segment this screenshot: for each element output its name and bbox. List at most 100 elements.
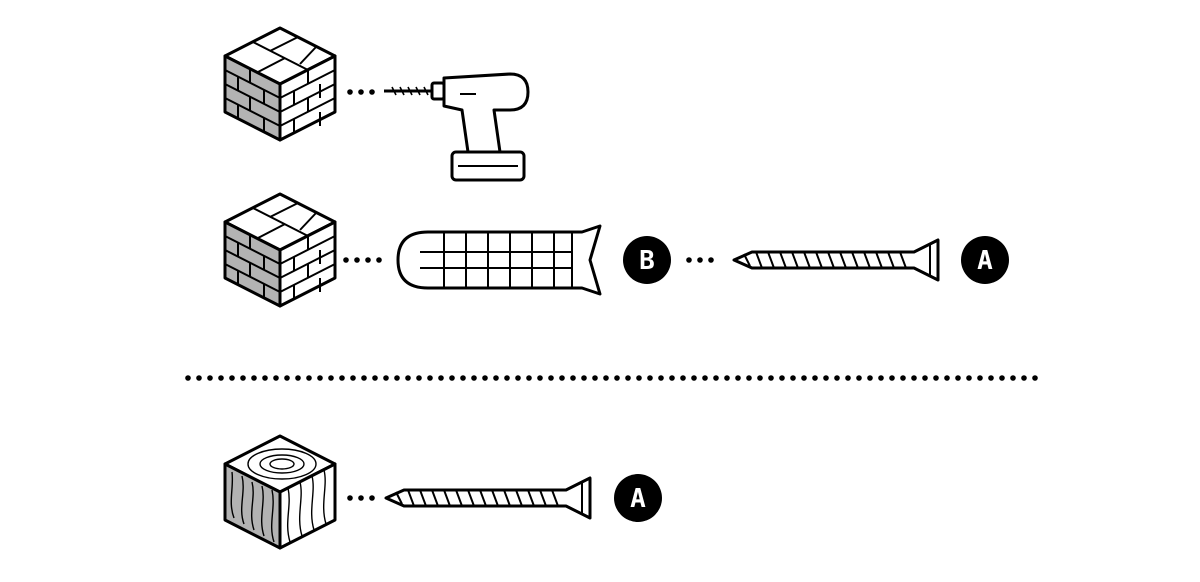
separator-dot [713, 375, 719, 381]
separator-dot [625, 375, 631, 381]
separator-dot [1032, 375, 1038, 381]
wood-cube-icon [223, 434, 337, 550]
separator-dot [702, 375, 708, 381]
screw-icon [384, 476, 592, 520]
separator-dot [328, 375, 334, 381]
separator-dot [988, 375, 994, 381]
separator-dot [922, 375, 928, 381]
separator-dot [438, 375, 444, 381]
separator-dot [1010, 375, 1016, 381]
dots-row-1 [347, 89, 375, 95]
separator-dot [911, 375, 917, 381]
separator-dot [592, 375, 598, 381]
part-label-a: A [977, 246, 993, 276]
separator-dotted-line [185, 375, 1038, 381]
separator-dot [779, 375, 785, 381]
separator-dot [966, 375, 972, 381]
separator-dot [493, 375, 499, 381]
separator-dot [944, 375, 950, 381]
separator-dot [900, 375, 906, 381]
separator-dot [284, 375, 290, 381]
separator-dot [746, 375, 752, 381]
separator-dot [361, 375, 367, 381]
separator-dot [680, 375, 686, 381]
separator-dot [460, 375, 466, 381]
separator-dot [889, 375, 895, 381]
dots-row-2b [686, 257, 714, 263]
separator-dot [482, 375, 488, 381]
separator-dot [768, 375, 774, 381]
separator-dot [240, 375, 246, 381]
part-label-a: A [630, 484, 646, 514]
brick-cube-icon [223, 26, 337, 142]
drill-icon [384, 72, 530, 182]
separator-dot [867, 375, 873, 381]
row-1 [223, 26, 530, 182]
separator-dot [295, 375, 301, 381]
separator-dot [350, 375, 356, 381]
separator-dot [790, 375, 796, 381]
separator-dot [207, 375, 213, 381]
separator-dot [383, 375, 389, 381]
separator-dot [603, 375, 609, 381]
wall-plug-icon [396, 224, 602, 296]
separator-dot [515, 375, 521, 381]
separator-dot [416, 375, 422, 381]
separator-dot [273, 375, 279, 381]
separator-dot [537, 375, 543, 381]
separator-dot [185, 375, 191, 381]
separator-dot [317, 375, 323, 381]
separator-dot [218, 375, 224, 381]
separator-dot [724, 375, 730, 381]
separator-dot [856, 375, 862, 381]
separator-dot [262, 375, 268, 381]
separator-dot [955, 375, 961, 381]
separator-dot [878, 375, 884, 381]
separator-dot [977, 375, 983, 381]
separator-dot [691, 375, 697, 381]
screw-icon [732, 238, 940, 282]
separator-dot [581, 375, 587, 381]
separator-dot [1021, 375, 1027, 381]
dots-row-3 [347, 495, 375, 501]
separator-dot [394, 375, 400, 381]
separator-dot [614, 375, 620, 381]
separator-dot [548, 375, 554, 381]
separator-dot [306, 375, 312, 381]
separator-dot [658, 375, 664, 381]
part-badge-a-row2: A [961, 236, 1009, 284]
separator-dot [504, 375, 510, 381]
separator-dot [449, 375, 455, 381]
separator-dot [735, 375, 741, 381]
separator-dot [372, 375, 378, 381]
separator-dot [196, 375, 202, 381]
separator-dot [823, 375, 829, 381]
separator-dot [427, 375, 433, 381]
separator-dot [801, 375, 807, 381]
separator-dot [405, 375, 411, 381]
separator-dot [526, 375, 532, 381]
separator-dot [339, 375, 345, 381]
separator-dot [933, 375, 939, 381]
separator-dot [559, 375, 565, 381]
separator-dot [834, 375, 840, 381]
row-2: B A [223, 192, 1009, 308]
dots-row-2a [343, 257, 382, 263]
separator-dot [999, 375, 1005, 381]
separator-dot [251, 375, 257, 381]
row-3: A [223, 434, 662, 550]
part-label-b: B [639, 246, 655, 276]
separator-dot [669, 375, 675, 381]
separator-dot [812, 375, 818, 381]
separator-dot [471, 375, 477, 381]
separator-dot [757, 375, 763, 381]
separator-dot [845, 375, 851, 381]
separator-dot [570, 375, 576, 381]
brick-cube-icon [223, 192, 337, 308]
separator-dot [229, 375, 235, 381]
separator-dot [647, 375, 653, 381]
part-badge-a-row3: A [614, 474, 662, 522]
part-badge-b: B [623, 236, 671, 284]
separator-dot [636, 375, 642, 381]
